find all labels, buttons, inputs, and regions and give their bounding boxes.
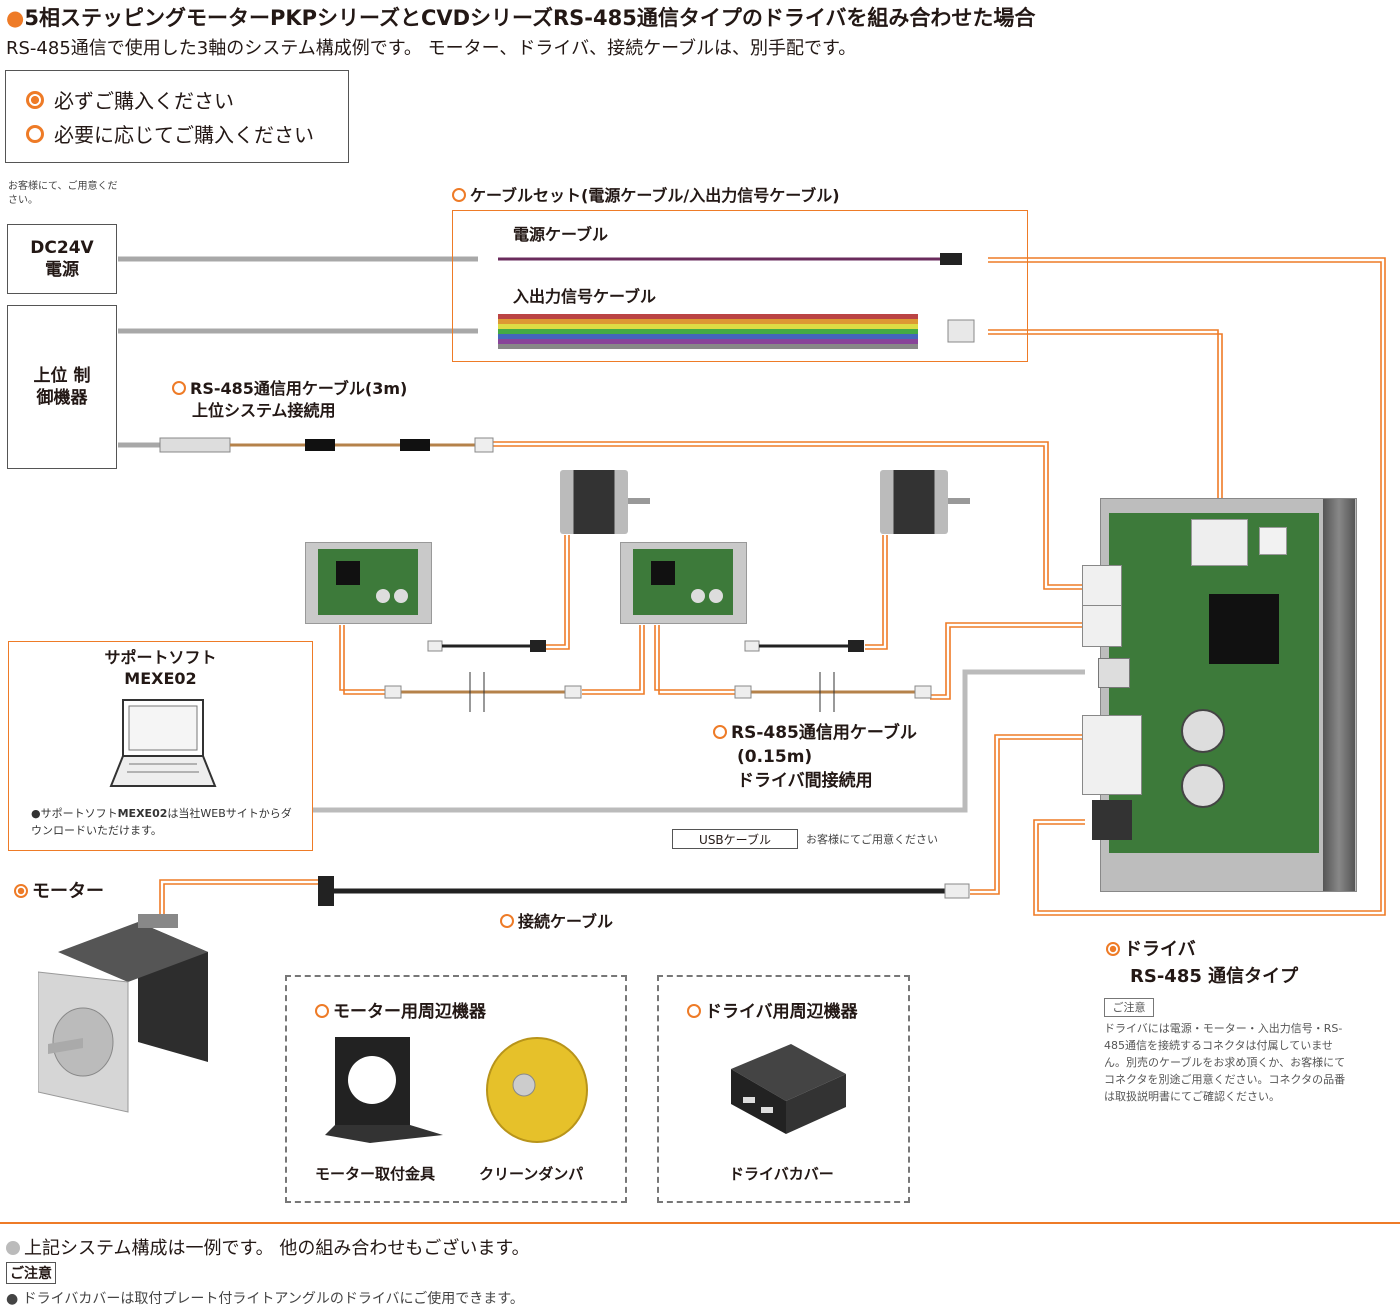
driver-caution-tag: ご注意 [1104, 998, 1154, 1017]
gray-dot-icon [6, 1241, 20, 1255]
open-circle-icon [687, 1004, 701, 1018]
driver-motor-connector [1082, 715, 1142, 795]
software-note: ●サポートソフトMEXE02は当社WEBサイトからダウンロードいただけます。 [31, 807, 292, 837]
open-circle-icon [452, 188, 466, 202]
legend-required: 必ずご購入ください [26, 85, 234, 114]
power-supply-box: DC24V 電源 [7, 224, 117, 294]
footer-caution: ● ドライバカバーは取付プレート付ライトアングルのドライバにご使用できます。 [6, 1291, 524, 1307]
clean-damper-label: クリーンダンパ [479, 1165, 584, 1183]
small-driver-1 [305, 542, 432, 624]
rs485-host-cable [159, 437, 494, 453]
driver-accessories-title: ドライバ用周辺機器 [687, 997, 858, 1022]
driver-cover-label: ドライバカバー [729, 1165, 834, 1183]
main-driver-image [1100, 498, 1357, 892]
open-circle-icon [26, 124, 44, 143]
rs485-host-cable-label: RS-485通信用ケーブル(3m) 上位システム接続用 [172, 378, 407, 423]
rs485-driver-cable-label: RS-485通信用ケーブル (0.15m) ドライバ間接続用 [713, 722, 917, 793]
page-title: ●5相ステッピングモーターPKPシリーズとCVDシリーズRS-485通信タイプの… [6, 6, 1036, 30]
driver-accessories-box: ドライバ用周辺機器 ドライバカバー [657, 975, 910, 1203]
power-cable-label: 電源ケーブル [513, 225, 609, 244]
footer-divider [0, 1222, 1400, 1224]
orange-links [159, 257, 1386, 916]
power-cable-connector [940, 253, 962, 265]
open-circle-icon [315, 1004, 329, 1018]
filled-circle-icon [14, 884, 28, 898]
driver-label: ドライバ RS-485 通信タイプ [1106, 936, 1298, 990]
driver-cover-image [731, 1044, 846, 1134]
legend: 必ずご購入ください 必要に応じてご購入ください [5, 70, 349, 163]
open-circle-icon [713, 725, 727, 739]
motor-label: モーター [14, 877, 104, 903]
small-driver-2 [620, 542, 747, 624]
motor-connection-cable [318, 876, 970, 906]
driver-rs485-connector-2 [1082, 605, 1122, 647]
cable-set-title: ケーブルセット(電源ケーブル/入出力信号ケーブル) [452, 182, 840, 206]
small-motor-1 [560, 470, 650, 534]
usb-line [313, 669, 1085, 813]
motor-accessories-title: モーター用周辺機器 [315, 997, 486, 1022]
small-motor-cables [427, 640, 864, 652]
small-motor-2 [880, 470, 970, 534]
driver-usb-port [1098, 658, 1130, 688]
connection-cable-label: 接続ケーブル [500, 908, 613, 932]
laptop-icon [109, 699, 217, 787]
page-subtitle: RS-485通信で使用した3軸のシステム構成例です。 モーター、ドライバ、接続ケ… [6, 38, 857, 59]
driver-caution-text: ドライバには電源・モーター・入出力信号・RS-485通信を接続するコネクタは付属… [1104, 1022, 1346, 1104]
power-note: お客様にて、ご用意ください。 [8, 181, 118, 206]
footer-caution-tag: ご注意 [6, 1262, 56, 1284]
driver-power-connector [1092, 800, 1132, 840]
io-cable-ribbon [498, 314, 975, 349]
rs485-driver-cables [384, 672, 932, 712]
filled-circle-icon [26, 90, 44, 109]
motor-bracket-label: モーター取付金具 [315, 1165, 436, 1183]
io-cable-label: 入出力信号ケーブル [513, 287, 657, 306]
cable-set-box [452, 210, 1028, 362]
motor-image [38, 914, 208, 1113]
open-circle-icon [172, 381, 186, 395]
support-software-box: サポートソフト MEXE02 ●サポートソフトMEXE02は当社WEBサイトから… [8, 641, 313, 851]
motor-accessories-box: モーター用周辺機器 モーター取付金具 クリーンダンパ [285, 975, 627, 1203]
usb-cable-label: USBケーブル [672, 829, 798, 849]
motor-bracket-image [325, 1037, 443, 1143]
host-controller-box: 上位 制御機器 [7, 305, 117, 469]
driver-rs485-connector-1 [1082, 565, 1122, 607]
clean-damper-image [486, 1037, 588, 1143]
filled-circle-icon [1106, 942, 1120, 956]
legend-optional: 必要に応じてご購入ください [26, 119, 314, 148]
open-circle-icon [500, 914, 514, 928]
footer-note: 上記システム構成は一例です。 他の組み合わせもございます。 [6, 1234, 530, 1260]
software-title: サポートソフト MEXE02 [104, 648, 217, 688]
usb-note: お客様にてご用意ください [806, 833, 938, 846]
